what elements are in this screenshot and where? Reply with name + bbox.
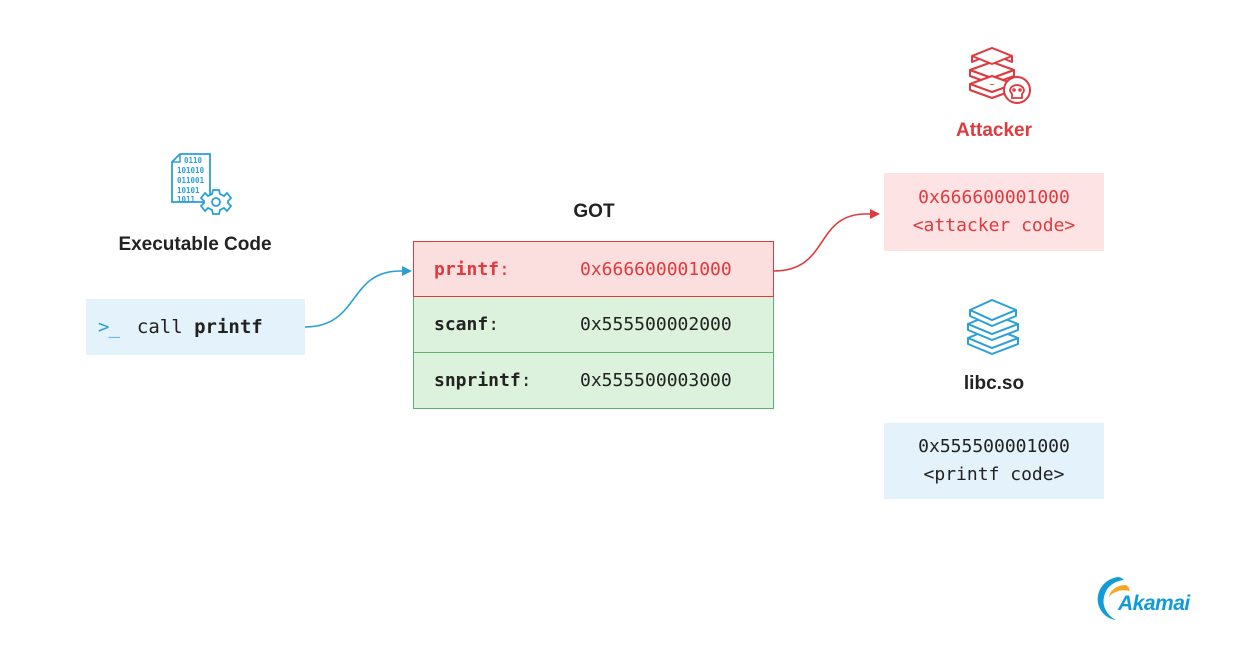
- attacker-label: Attacker: [955, 120, 1033, 141]
- call-keyword: call: [136, 316, 183, 338]
- libc-code-box: 0x555500001000 <printf code>: [884, 423, 1104, 499]
- got-entry-name: scanf:: [434, 314, 500, 335]
- libc-code-label: <printf code>: [923, 464, 1065, 485]
- binary-file-gear-icon: 0110 101010 011001 10101 1011: [168, 150, 236, 220]
- call-function-name: printf: [194, 316, 263, 338]
- got-table: printf: 0x666600001000 scanf: 0x55550000…: [413, 241, 774, 409]
- akamai-logo-text: Akamai: [1118, 592, 1190, 615]
- library-stack-icon: [962, 294, 1026, 360]
- got-row-scanf: scanf: 0x555500002000: [413, 297, 774, 353]
- got-row-snprintf: snprintf: 0x555500003000: [413, 353, 774, 409]
- got-entry-name: snprintf:: [434, 370, 532, 391]
- svg-text:011001: 011001: [177, 176, 205, 185]
- svg-text:10101: 10101: [177, 186, 200, 195]
- executable-code-label: Executable Code: [118, 234, 272, 255]
- got-to-attacker-arrow: [773, 209, 880, 272]
- call-to-got-arrow: [304, 266, 412, 328]
- got-title: GOT: [573, 201, 615, 222]
- libc-code-address: 0x555500001000: [918, 436, 1070, 457]
- svg-text:101010: 101010: [177, 166, 205, 175]
- terminal-prompt-icon: >_: [98, 316, 120, 338]
- libc-label: libc.so: [963, 373, 1025, 394]
- got-entry-address: 0x555500002000: [580, 314, 732, 335]
- got-entry-address: 0x555500003000: [580, 370, 732, 391]
- attacker-code-box: 0x666600001000 <attacker code>: [884, 173, 1104, 251]
- attacker-code-address: 0x666600001000: [918, 187, 1070, 208]
- attacker-code-label: <attacker code>: [912, 215, 1076, 236]
- got-row-printf: printf: 0x666600001000: [413, 241, 774, 297]
- malicious-library-skull-icon: [962, 38, 1034, 108]
- akamai-logo: [1092, 575, 1202, 621]
- got-entry-address: 0x666600001000: [580, 258, 732, 280]
- got-entry-name: printf:: [434, 258, 510, 280]
- svg-text:0110: 0110: [184, 156, 203, 165]
- call-instruction-box: >_ call printf: [86, 299, 305, 355]
- svg-text:1011: 1011: [177, 195, 196, 204]
- call-instruction: call printf: [137, 316, 263, 338]
